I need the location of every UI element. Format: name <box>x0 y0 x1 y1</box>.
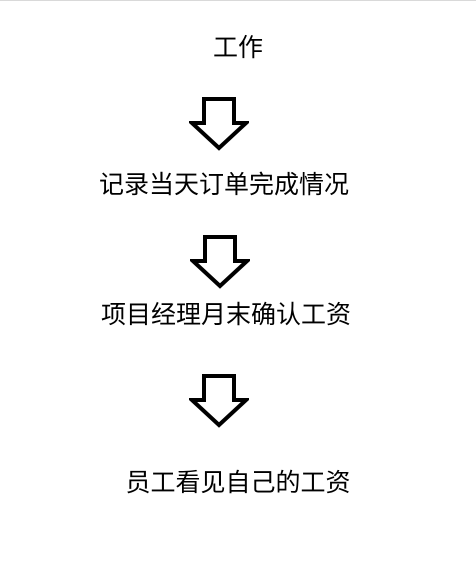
down-arrow-icon <box>190 235 250 289</box>
flow-step-manager-confirm: 项目经理月末确认工资 <box>100 300 351 329</box>
flow-step-record-orders: 记录当天订单完成情况 <box>98 170 349 199</box>
down-arrow-icon <box>189 374 249 428</box>
flow-step-work: 工作 <box>212 33 263 62</box>
down-arrow-icon <box>189 97 249 151</box>
flow-step-view-salary: 员工看见自己的工资 <box>125 468 351 497</box>
top-divider <box>0 0 476 1</box>
